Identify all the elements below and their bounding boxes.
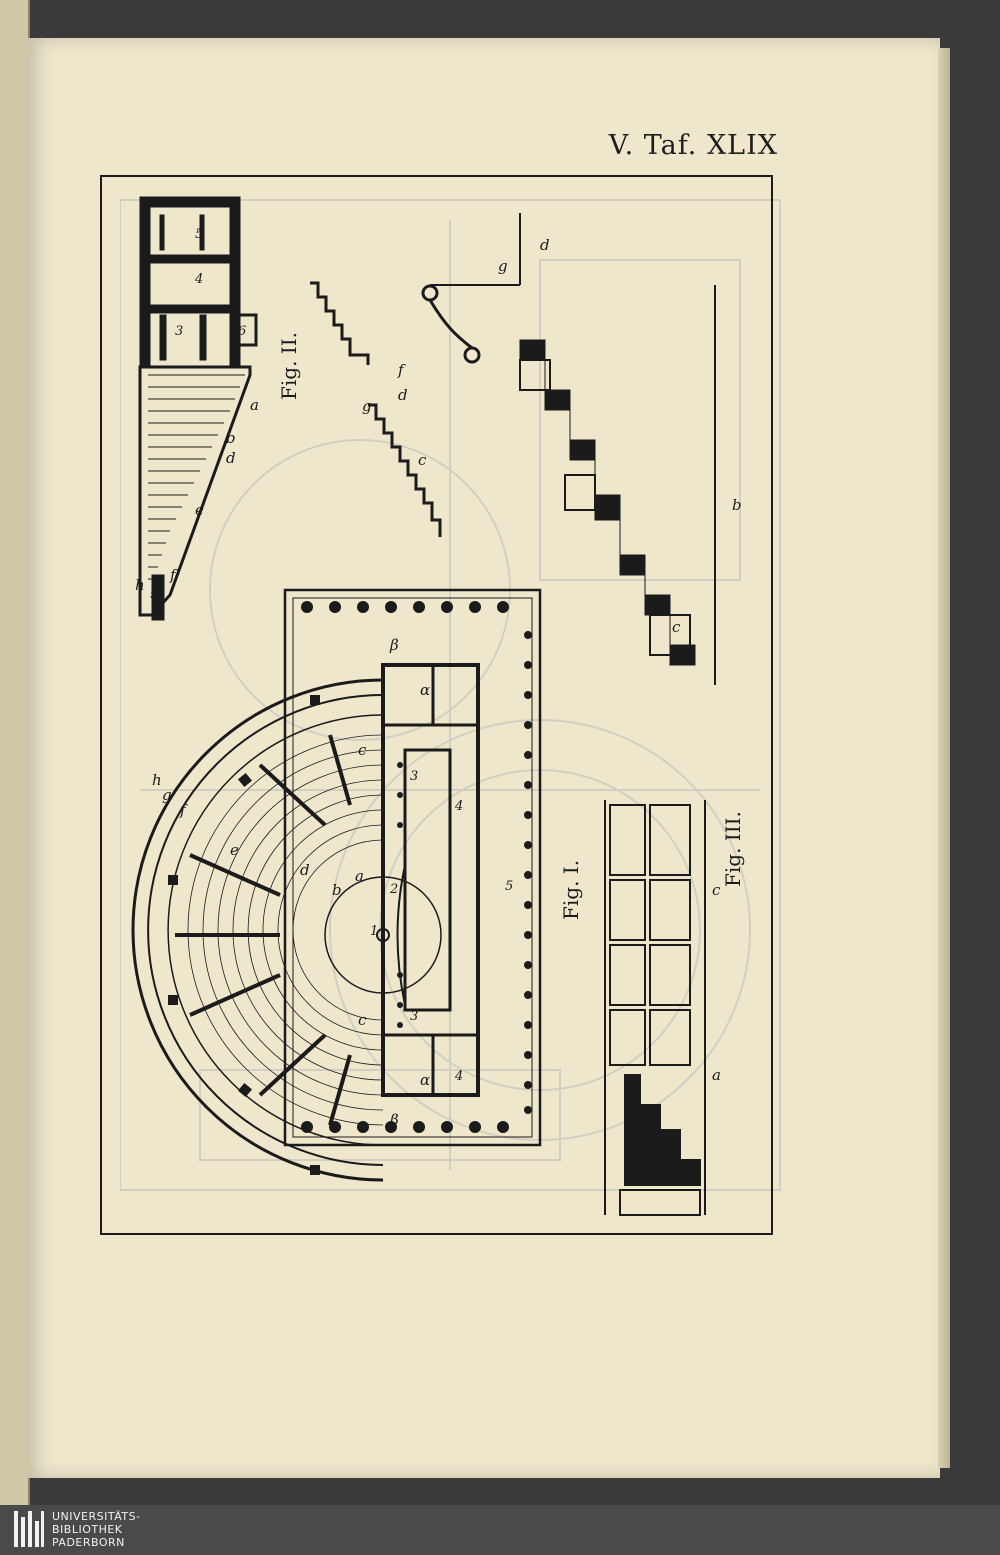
fig2-label-6: 6 xyxy=(238,324,246,339)
plan-label-2: 2 xyxy=(389,882,398,897)
plan-label-a: a xyxy=(355,867,364,885)
fig2-section-drawing xyxy=(138,196,258,621)
fig2-label-b: b xyxy=(226,429,236,447)
plan-label-e: e xyxy=(230,841,239,859)
plan-label-f: f xyxy=(179,801,188,819)
fig3-caption: Fig. III. xyxy=(721,811,745,887)
facing-page-edge xyxy=(0,0,30,1505)
fig2-label-h: h xyxy=(135,576,145,594)
plan-label-g: g xyxy=(162,786,172,804)
plan-label-alpha-bottom: α xyxy=(420,1071,430,1089)
fig2-label-3: 3 xyxy=(175,324,183,339)
plan-label-4-top: 4 xyxy=(454,799,463,814)
plan-label-d: d xyxy=(300,861,310,879)
book-page xyxy=(28,38,940,1478)
fig2-label-d: d xyxy=(226,449,236,467)
fig2-stair-detail xyxy=(310,281,442,537)
plan-label-alpha-top: α xyxy=(420,681,430,699)
section-label-b: b xyxy=(732,496,742,514)
fig3-seat-detail-drawing xyxy=(604,800,706,1216)
fig2-label-f: f xyxy=(169,566,178,584)
fig2-caption: Fig. II. xyxy=(277,332,301,400)
library-logo-text: UNIVERSITÄTS- BIBLIOTHEK PADERBORN xyxy=(52,1510,141,1549)
plan-label-3-top: 3 xyxy=(410,769,418,784)
library-footer-bar xyxy=(0,1505,1000,1555)
plan-label-beta-bottom: β xyxy=(389,1111,399,1129)
page-stack-edge xyxy=(938,48,950,1468)
section-label-g: g xyxy=(498,257,508,275)
fig2-label-5: 5 xyxy=(195,227,203,242)
plan-label-h: h xyxy=(152,771,162,789)
plan-label-c-bottom: c xyxy=(358,1011,367,1029)
fig2-label-e: e xyxy=(195,501,204,519)
plate-title: V. Taf. XLIX xyxy=(608,130,778,161)
fig2-detail-label-f: f xyxy=(397,361,406,379)
plan-label-4-bottom: 4 xyxy=(454,1069,463,1084)
architectural-plate: 5 4 3 6 a b d e f g h Fig. II. g d f c g… xyxy=(131,196,745,1216)
fig2-label-4: 4 xyxy=(194,272,203,287)
fig3-label-a: a xyxy=(712,1066,721,1084)
plan-label-5: 5 xyxy=(505,879,513,894)
fig2-detail-label-c: c xyxy=(418,451,427,469)
section-label-d: d xyxy=(540,236,550,254)
plan-label-b: b xyxy=(332,881,342,899)
plan-label-beta-top: β xyxy=(389,636,399,654)
fig2-label-g: g xyxy=(150,581,160,599)
plan-label-1: 1 xyxy=(370,924,378,939)
library-logo-icon xyxy=(14,1511,44,1547)
fig3-label-c: c xyxy=(712,881,721,899)
fig1-caption: Fig. I. xyxy=(559,860,583,920)
plan-label-3-bottom: 3 xyxy=(410,1009,418,1024)
plan-label-c-top: c xyxy=(358,741,367,759)
plate-frame xyxy=(100,175,773,1235)
seat-profile-section xyxy=(421,213,716,685)
fig2-detail-label-d: d xyxy=(398,386,408,404)
library-name-line3: PADERBORN xyxy=(52,1536,125,1549)
fig2-label-a: a xyxy=(250,396,259,414)
section-label-c: c xyxy=(672,618,681,636)
fig2-detail-label-g: g xyxy=(362,397,372,415)
library-name-line1: UNIVERSITÄTS- xyxy=(52,1510,141,1523)
fig1-plan-drawing xyxy=(131,588,542,1182)
library-name-line2: BIBLIOTHEK xyxy=(52,1523,123,1536)
